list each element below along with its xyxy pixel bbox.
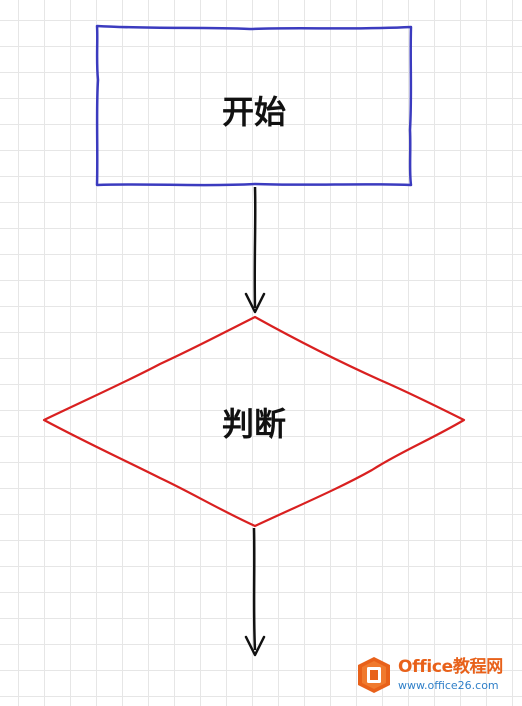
edge-start-to-decision [244, 186, 266, 314]
arrowhead-icon [244, 292, 266, 314]
start-node-label: 开始 [222, 93, 286, 131]
start-node[interactable]: 开始 [95, 24, 413, 187]
arrow-line [253, 186, 257, 309]
arrowhead-icon [244, 635, 266, 657]
decision-node-diamond [42, 315, 466, 528]
arrow-line [252, 527, 257, 651]
watermark-title: Office教程网 [398, 657, 503, 677]
watermark: Office教程网 www.office26.com [354, 652, 516, 698]
office-logo-icon [358, 657, 390, 693]
decision-node[interactable]: 判断 [42, 315, 466, 528]
decision-node-label: 判断 [222, 405, 286, 443]
start-node-box [95, 24, 413, 187]
watermark-url: www.office26.com [398, 679, 499, 692]
edge-decision-out [244, 527, 266, 657]
